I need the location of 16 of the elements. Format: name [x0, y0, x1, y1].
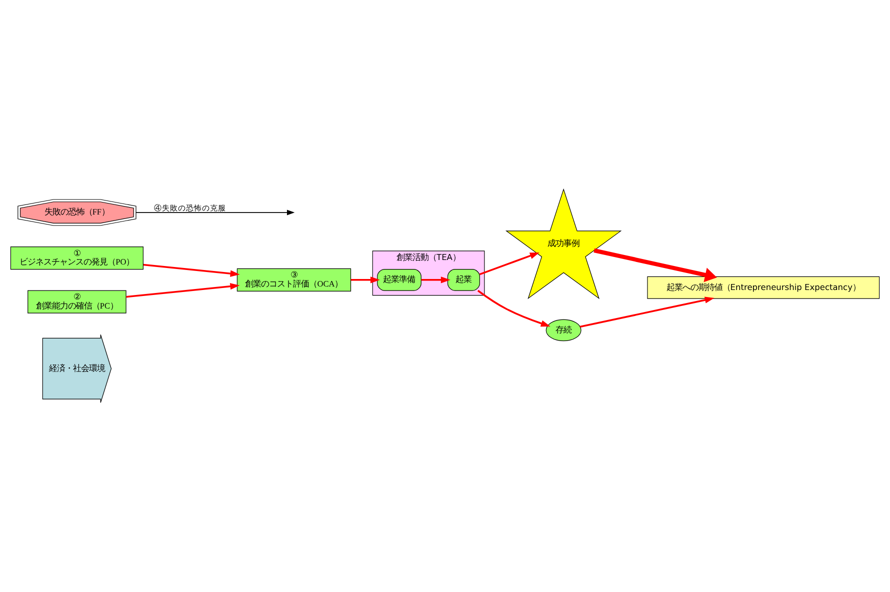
arrow — [350, 276, 380, 284]
arrow — [479, 252, 540, 276]
node-box: ② 創業能力の確信（PC） — [28, 290, 126, 314]
node-box: ③ 創業のコスト評価（OCA） — [236, 268, 352, 292]
arrow — [136, 210, 295, 216]
node-ellipse: 存続 — [546, 319, 582, 342]
node-box: 起業 — [447, 268, 480, 291]
arrow — [143, 264, 240, 277]
arrow — [594, 248, 717, 282]
arrow — [580, 296, 714, 328]
node-box: 起業への期待値（Entrepreneurship Expectancy） — [647, 276, 880, 299]
arrow — [477, 290, 550, 327]
arrow — [126, 283, 240, 298]
node-box: ① ビジネスチャンスの発見（PO） — [10, 246, 144, 270]
arrow — [421, 276, 450, 284]
node-box: 起業準備 — [377, 268, 422, 291]
